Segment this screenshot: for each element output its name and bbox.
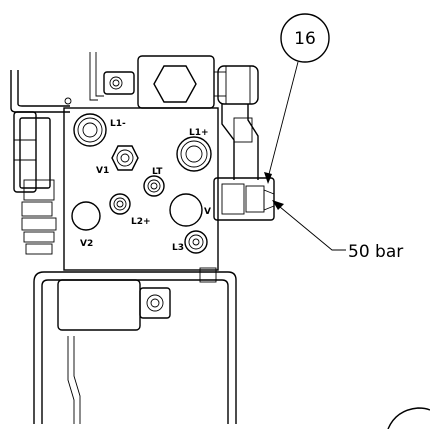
pressure-label: 50 bar	[348, 242, 403, 262]
right-tube-assembly	[213, 65, 275, 221]
port-l2-plus	[109, 193, 131, 215]
top-nut	[103, 71, 135, 95]
main-block	[63, 97, 219, 271]
partial-balloon	[387, 407, 430, 429]
balloon-16: 16	[264, 13, 330, 184]
balloon-arrowhead	[264, 172, 272, 184]
label-l2-plus: L2+	[131, 217, 151, 227]
label-l1-minus: L1-	[110, 119, 126, 129]
callout-arrowhead	[272, 200, 284, 210]
label-l3: L3	[172, 243, 184, 253]
bottom-solenoid	[57, 267, 217, 331]
port-l1-minus	[73, 113, 107, 147]
port-l3	[184, 230, 208, 254]
port-v1	[111, 145, 139, 171]
label-v1: V1	[96, 166, 109, 176]
label-v2: V2	[80, 239, 93, 249]
port-l1-plus	[176, 136, 212, 172]
port-lt	[143, 175, 165, 197]
label-l1-plus: L1+	[189, 128, 209, 138]
top-solenoid	[137, 55, 226, 109]
left-side-fittings	[13, 111, 57, 255]
port-v	[169, 193, 203, 227]
pressure-callout: 50 bar	[272, 200, 403, 262]
port-v2	[71, 201, 101, 231]
label-lt: LT	[152, 167, 163, 177]
mounting-bracket	[33, 271, 237, 424]
top-rod	[10, 52, 104, 113]
balloon-number: 16	[294, 29, 316, 49]
label-v: V	[204, 207, 211, 217]
